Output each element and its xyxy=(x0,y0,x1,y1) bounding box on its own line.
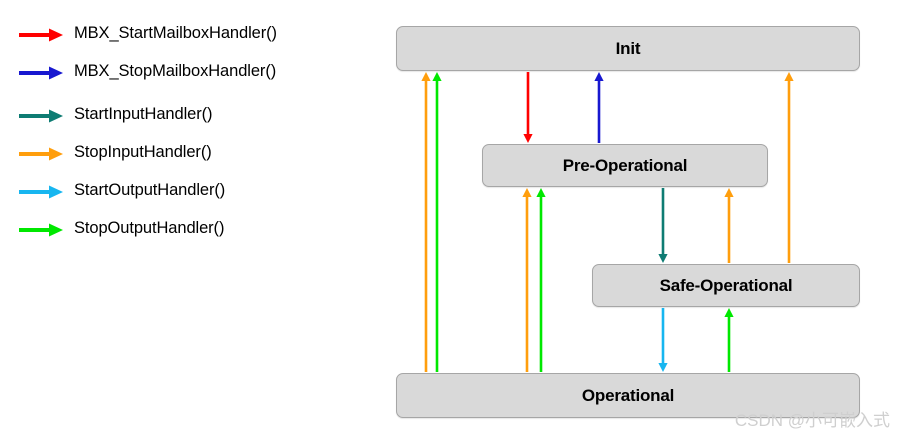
state-box-safe-operational[interactable]: Safe-Operational xyxy=(592,264,860,307)
state-label-operational: Operational xyxy=(581,385,675,405)
legend: MBX_StartMailboxHandler() MBX_StopMailbox… xyxy=(0,0,380,270)
state-label-safe-operational: Safe-Operational xyxy=(659,275,793,295)
legend-arrow-right-icon-2 xyxy=(19,109,63,123)
legend-item-label: StopInputHandler() xyxy=(74,143,212,161)
transition-init-to-pre-operational-start-mailbox xyxy=(523,72,533,143)
legend-arrow-right-icon-3 xyxy=(19,147,63,161)
legend-arrow-right-icon-4 xyxy=(19,185,63,199)
state-label-pre-operational: Pre-Operational xyxy=(562,155,688,175)
transition-safe-to-pre-operational-stop-input xyxy=(724,188,734,263)
transition-operational-to-pre-operational-stop-output xyxy=(536,188,546,372)
state-box-pre-operational[interactable]: Pre-Operational xyxy=(482,144,768,187)
transition-safe-to-operational-start-output xyxy=(658,308,668,372)
transition-safe-to-init-stop-input xyxy=(784,72,794,263)
transition-operational-to-init-stop-output xyxy=(432,72,442,372)
watermark: CSDN @小可嵌入式 xyxy=(734,411,890,430)
state-label-init: Init xyxy=(615,38,641,58)
legend-arrow-right-icon-0 xyxy=(19,28,63,42)
legend-item-label: MBX_StopMailboxHandler() xyxy=(74,62,277,80)
transition-operational-to-pre-operational-stop-input xyxy=(522,188,532,372)
state-box-init[interactable]: Init xyxy=(396,26,860,71)
state-box-operational[interactable]: Operational xyxy=(396,373,860,418)
legend-item-label: StartOutputHandler() xyxy=(74,181,226,199)
legend-arrow-right-icon-5 xyxy=(19,223,63,237)
transition-operational-to-init-stop-input xyxy=(421,72,431,372)
legend-item-label: StopOutputHandler() xyxy=(74,219,225,237)
legend-arrow-right-icon-1 xyxy=(19,66,63,80)
transition-operational-to-safe-stop-output xyxy=(724,308,734,372)
legend-item-label: StartInputHandler() xyxy=(74,105,213,123)
transition-pre-operational-to-init-stop-mailbox xyxy=(594,72,604,143)
legend-item-label: MBX_StartMailboxHandler() xyxy=(74,24,277,42)
transition-pre-operational-to-safe-start-input xyxy=(658,188,668,263)
